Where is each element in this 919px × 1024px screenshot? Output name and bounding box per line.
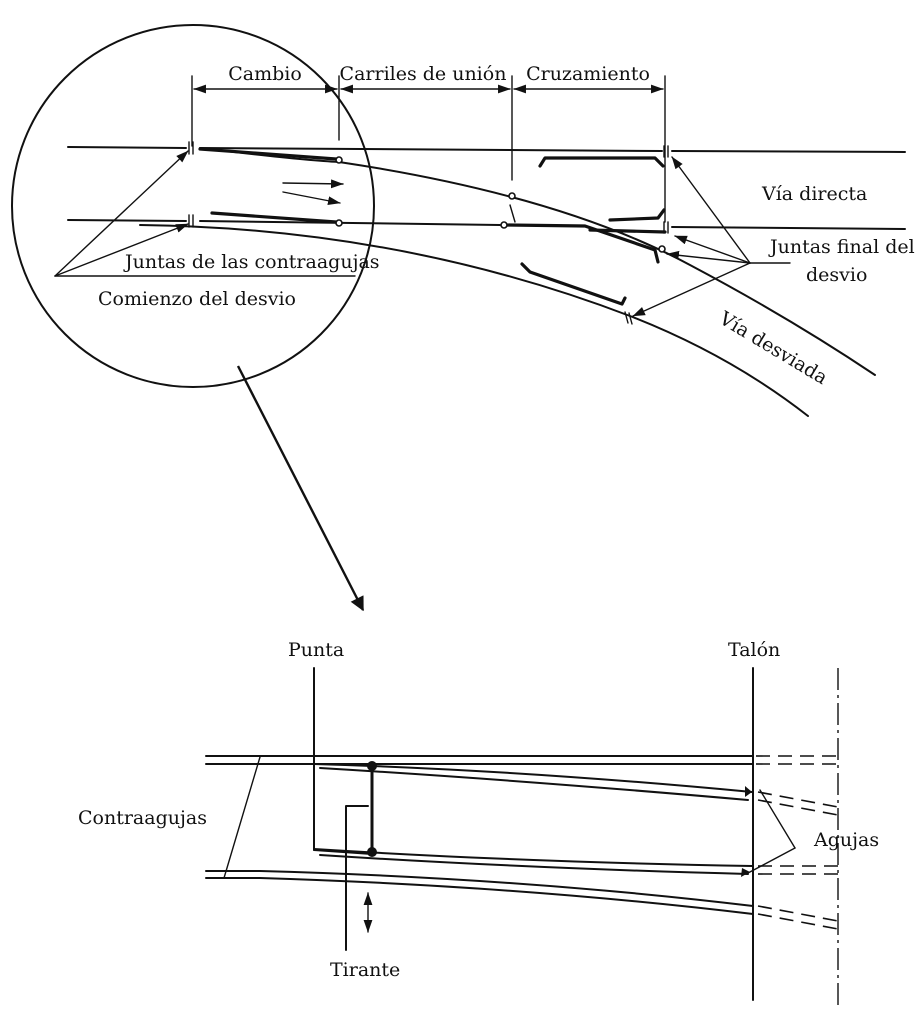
label-comienzo-desvio: Comienzo del desvio bbox=[98, 288, 296, 310]
label-punta: Punta bbox=[288, 639, 344, 661]
straight-track-rails bbox=[67, 146, 906, 230]
direction-arrows bbox=[282, 179, 344, 206]
diverging-track-rails bbox=[139, 147, 876, 417]
detail-markers bbox=[313, 667, 839, 1010]
label-juntas-final-2: desvio bbox=[806, 264, 867, 286]
magnify-pointer-arrow bbox=[236, 365, 365, 612]
label-cambio: Cambio bbox=[228, 63, 302, 85]
stock-rail-bottom bbox=[205, 870, 839, 930]
tie-rod bbox=[345, 761, 377, 951]
leader-lines-detail bbox=[223, 756, 796, 879]
label-juntas-final-1: Juntas final del bbox=[768, 236, 915, 258]
leader-lines-contraagujas-joints bbox=[54, 150, 356, 277]
frog-assembly bbox=[503, 156, 667, 306]
label-talon: Talón bbox=[728, 639, 780, 661]
label-agujas: Agujas bbox=[813, 829, 879, 851]
label-cruzamiento: Cruzamiento bbox=[526, 63, 650, 85]
dimension-extension-lines bbox=[191, 75, 666, 223]
label-contraagujas: Contraagujas bbox=[78, 807, 207, 829]
switch-blade-top bbox=[313, 763, 839, 816]
detail-magnifier-circle bbox=[11, 24, 375, 388]
stock-rail-top bbox=[205, 755, 838, 765]
label-tirante: Tirante bbox=[330, 959, 400, 981]
label-carriles-union: Carriles de unión bbox=[340, 63, 507, 85]
joint-circles bbox=[335, 156, 666, 253]
switch-blade-bottom bbox=[313, 848, 838, 875]
label-juntas-contraagujas: Juntas de las contraagujas bbox=[123, 251, 380, 273]
leader-lines-final-joints bbox=[632, 156, 791, 317]
rail-joints bbox=[188, 141, 669, 325]
label-via-directa: Vía directa bbox=[761, 183, 867, 205]
label-via-desviada: Vía desviada bbox=[715, 307, 832, 389]
